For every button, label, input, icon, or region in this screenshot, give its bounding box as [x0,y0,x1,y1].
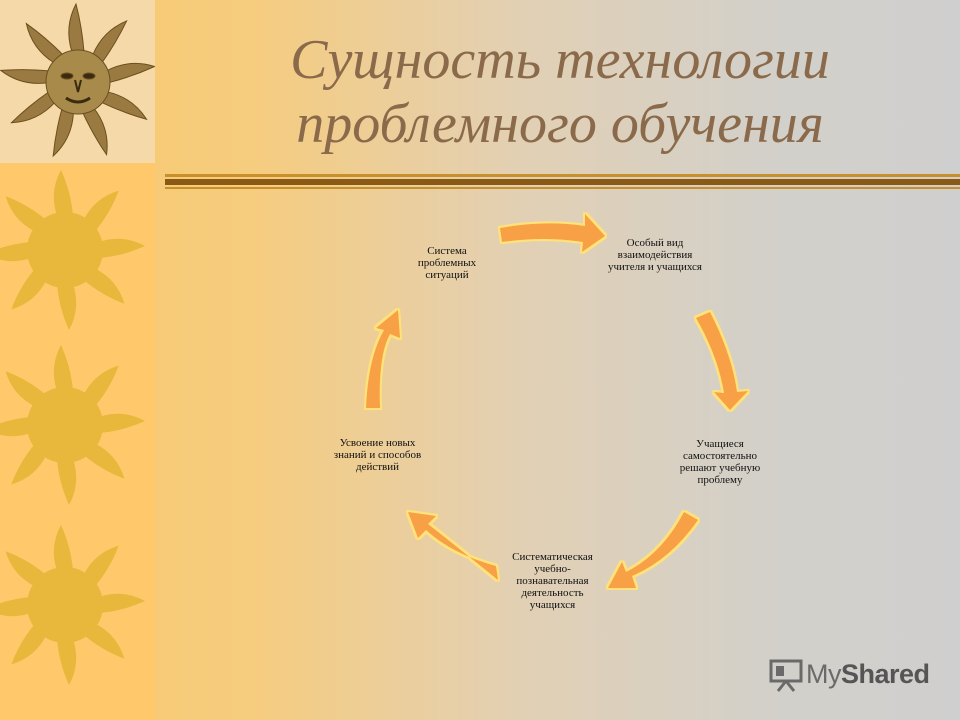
title-line-1: Сущность технологии [290,29,830,91]
presentation-board-icon [769,659,803,692]
cycle-node-3: Систематическая учебно-познавательная де… [512,551,593,611]
cycle-diagram [366,214,748,588]
cycle-node-1: Особый вид взаимодействия учителя и учащ… [608,237,702,273]
sun-decoration-icon [0,345,145,505]
sun-decoration-icon [0,170,145,330]
cycle-arrow-1 [500,214,605,252]
cycle-node-2: Учащиеся самостоятельно решают учебную п… [679,438,761,486]
slide-title: Сущность технологии проблемного обучения [190,28,930,156]
cycle-arrow-4 [408,512,498,580]
brand-name: MyShared [806,659,930,690]
left-decorative-strip [0,0,155,720]
brand-name-part2: Shared [841,659,930,689]
cycle-arrow-3 [608,512,698,588]
brand-name-part1: My [806,659,842,689]
sun-decoration-icon [0,525,145,685]
title-line-2: проблемного обучения [296,93,824,155]
cycle-arrow-5 [366,310,400,408]
cycle-node-5: Система проблемных ситуаций [417,245,477,281]
cycle-arrow-2 [696,312,748,410]
sun-face-logo [0,0,155,163]
title-divider [165,174,960,189]
myshared-watermark: MyShared [768,655,938,695]
cycle-node-4: Усвоение новых знаний и способов действи… [333,437,422,473]
sun-face-icon [0,2,155,158]
